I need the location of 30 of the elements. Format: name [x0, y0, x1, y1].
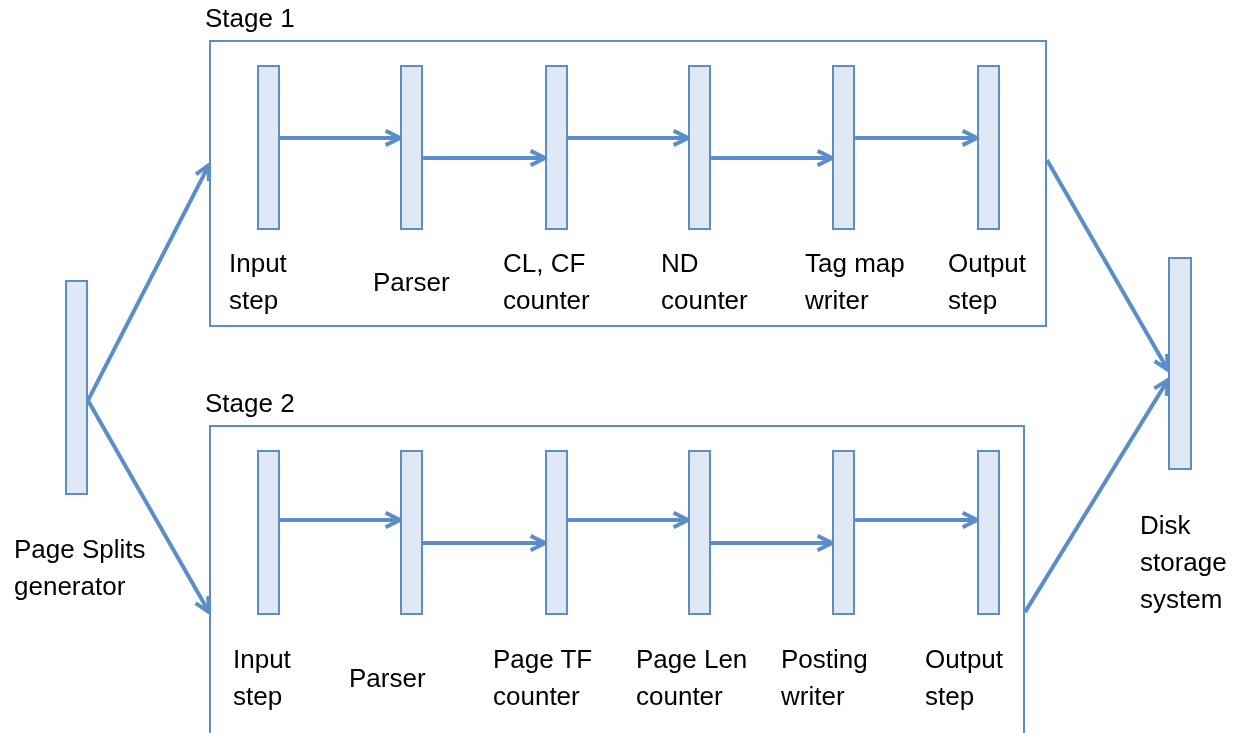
arrow — [423, 533, 547, 553]
arrow — [1023, 377, 1170, 614]
stage-heading: Stage 1 — [205, 2, 295, 34]
arrow — [855, 128, 979, 148]
arrow — [1045, 158, 1170, 372]
step-label: Posting writer — [781, 643, 869, 713]
arrow — [855, 510, 979, 530]
step-label: Parser — [373, 265, 451, 299]
step-label: Tag map writer — [805, 247, 906, 317]
step-label: CL, CF counter — [503, 247, 591, 317]
step-label: ND counter — [661, 247, 749, 317]
arrow — [711, 148, 834, 168]
arrow — [568, 128, 690, 148]
stage-heading: Stage 2 — [205, 387, 295, 419]
arrow — [280, 128, 402, 148]
arrow — [711, 533, 834, 553]
step-label: Parser — [349, 661, 427, 695]
arrow — [280, 510, 402, 530]
step-label: Output step — [948, 247, 1028, 317]
step-label: Page TF counter — [493, 643, 594, 713]
step-label: Page Len counter — [636, 643, 749, 713]
step-label: Input step — [229, 247, 288, 317]
step-label: Output step — [925, 643, 1005, 713]
arrow — [86, 162, 211, 402]
arrow — [423, 148, 547, 168]
step-label: Input step — [233, 643, 292, 713]
arrow — [568, 510, 690, 530]
step-label: Disk storage system — [1140, 508, 1228, 616]
arrow — [86, 399, 211, 615]
step-label: Page Splits generator — [14, 532, 147, 603]
